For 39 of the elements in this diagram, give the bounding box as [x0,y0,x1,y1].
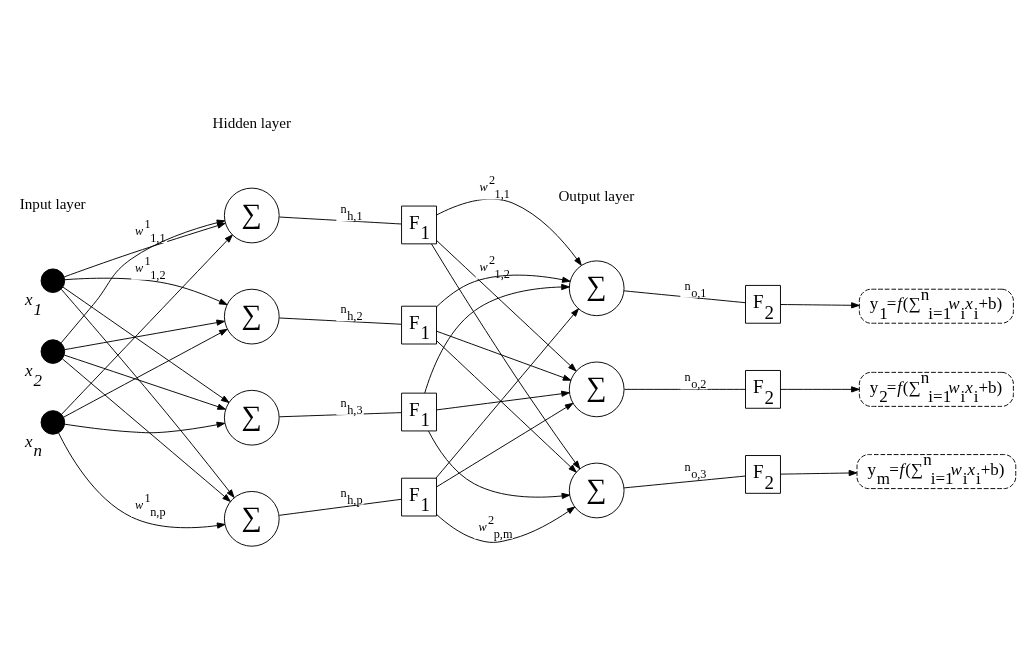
arrow [64,421,226,433]
arrow [431,242,581,469]
arrow [60,288,235,498]
arrow [62,286,230,403]
arrow [58,431,226,529]
label: Hidden layer [212,114,292,131]
arrow [780,301,860,308]
label: Output layer [558,187,635,204]
node-circle [40,267,66,293]
arrow [436,274,571,307]
arrow [435,307,579,479]
arrow [436,330,572,381]
node-circle [40,409,66,435]
arrow [436,506,576,543]
node-circle: ∑ [223,288,280,344]
connector [623,289,746,303]
label: Input layer [19,195,86,212]
connector [278,317,402,325]
arrow [780,385,860,392]
arrow [63,328,228,418]
arrow [61,233,233,415]
arrow [64,277,228,305]
node-circle [40,338,66,364]
connector [623,475,746,488]
connector [623,388,746,390]
connector [278,216,402,224]
arrow [436,390,570,410]
arrow [64,319,225,350]
node-circle: ∑ [223,389,280,446]
connector [278,498,402,516]
arrow [61,357,231,502]
arrow [63,354,226,410]
arrow [780,469,858,476]
arrow [424,283,570,394]
arrow [428,430,571,499]
arrow [436,402,574,487]
arrow [436,239,577,371]
arrow [436,198,582,266]
arrow [436,340,577,473]
